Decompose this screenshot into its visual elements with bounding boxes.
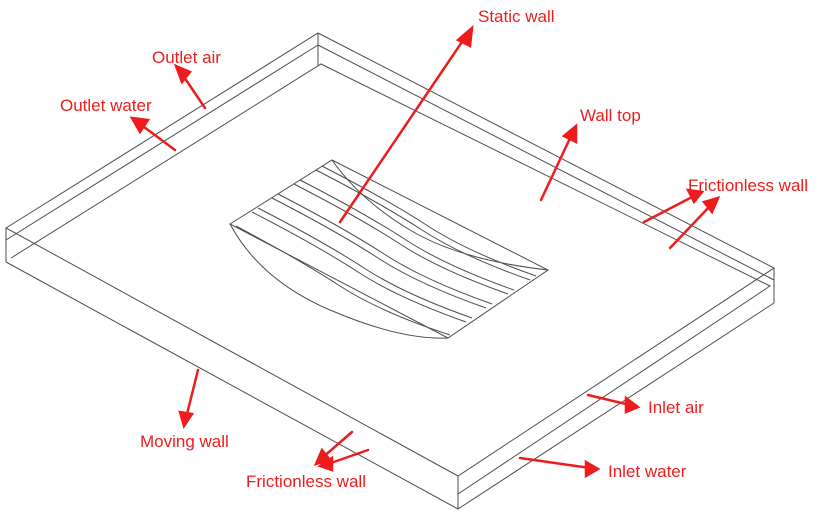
arrow-inlet-air bbox=[586, 393, 632, 407]
blade-4 bbox=[293, 183, 509, 295]
blade-3 bbox=[271, 197, 487, 309]
blade-back-curve bbox=[331, 159, 549, 271]
blade-5 bbox=[315, 169, 531, 281]
label-inlet-air: Inlet air bbox=[648, 398, 704, 417]
label-moving-wall: Moving wall bbox=[140, 432, 229, 451]
arrow-moving-wall bbox=[184, 368, 200, 420]
label-frictionless-wall-right: Frictionless wall bbox=[688, 176, 808, 195]
curved-blade-cluster bbox=[228, 159, 549, 339]
arrow-frictionless-wall-bottom-1 bbox=[320, 430, 354, 460]
slab-left-rim-2 bbox=[317, 44, 775, 281]
slab-box bbox=[5, 32, 775, 510]
arrowhead-frictionless-wall-right-1 bbox=[685, 188, 705, 205]
blade-front-curve bbox=[229, 223, 449, 339]
blade-4b bbox=[299, 179, 515, 291]
arrowhead-outlet-air bbox=[173, 63, 193, 85]
blade-2 bbox=[251, 211, 467, 323]
arrow-frictionless-wall-right-2 bbox=[668, 202, 714, 250]
arrowhead-wall-top bbox=[561, 123, 578, 145]
arrow-outlet-air bbox=[180, 72, 207, 110]
annotation-arrows bbox=[129, 24, 721, 479]
blade-3b bbox=[277, 193, 493, 305]
label-frictionless-wall-bottom: Frictionless wall bbox=[246, 472, 366, 491]
blade-2b bbox=[257, 207, 473, 319]
arrowhead-outlet-water bbox=[129, 116, 151, 135]
label-static-wall: Static wall bbox=[478, 7, 555, 26]
slab-top-inner-rim bbox=[10, 63, 771, 495]
arrowhead-moving-wall bbox=[178, 410, 195, 429]
arrowhead-static-wall bbox=[455, 24, 474, 48]
arrowhead-frictionless-wall-bottom-2 bbox=[317, 455, 334, 472]
slab-bottom-edge bbox=[5, 261, 775, 510]
arrow-static-wall bbox=[338, 34, 468, 224]
arrow-frictionless-wall-bottom-2 bbox=[326, 448, 370, 466]
arrow-inlet-water bbox=[518, 456, 592, 470]
label-outlet-air: Outlet air bbox=[152, 48, 221, 67]
arrow-frictionless-wall-right-1 bbox=[642, 194, 696, 224]
arrow-wall-top bbox=[539, 132, 574, 202]
blade-1 bbox=[235, 225, 451, 336]
label-wall-top: Wall top bbox=[580, 106, 641, 125]
arrowhead-frictionless-wall-right-2 bbox=[701, 196, 721, 215]
arrowhead-inlet-air bbox=[624, 395, 641, 414]
label-inlet-water: Inlet water bbox=[608, 462, 687, 481]
arrow-outlet-water bbox=[138, 122, 177, 152]
blade-5b bbox=[321, 165, 537, 277]
arrowhead-inlet-water bbox=[584, 459, 601, 479]
slab-left-rim-1 bbox=[5, 44, 319, 241]
label-outlet-water: Outlet water bbox=[60, 96, 152, 115]
